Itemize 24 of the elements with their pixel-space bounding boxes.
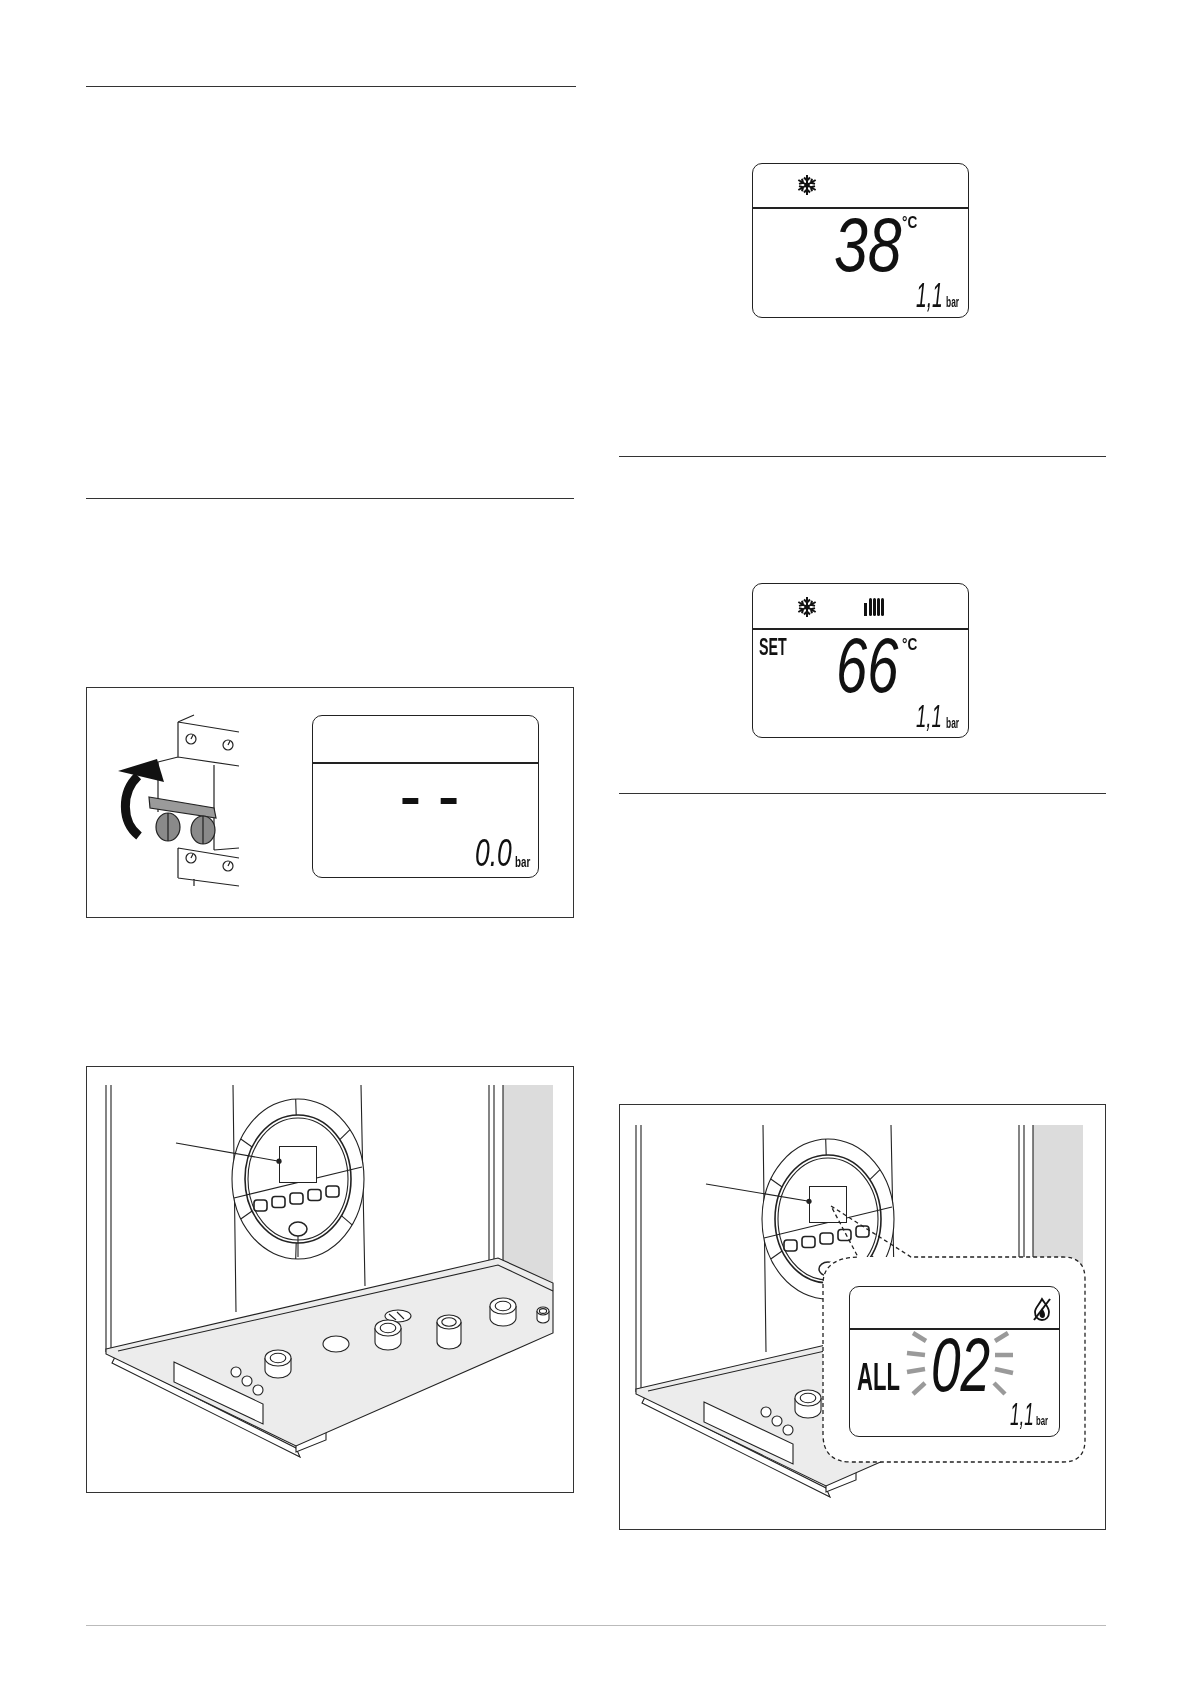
unit-label: °C: [902, 215, 918, 232]
pressure-reading: 1,1: [916, 700, 943, 733]
display-screen: [279, 1146, 317, 1183]
lcd-display: [312, 715, 539, 878]
unit-label: bar: [515, 854, 531, 869]
unit-label: °C: [902, 637, 918, 654]
unit-label: bar: [1036, 1413, 1049, 1427]
alarm-label: ALL: [857, 1358, 901, 1397]
leader-line: [175, 1142, 282, 1164]
alarm-code: 02: [931, 1326, 991, 1403]
temperature-reading: 66: [836, 626, 899, 705]
unit-label: bar: [946, 715, 960, 730]
lcd-display: [752, 163, 969, 318]
leader-line: [705, 1183, 812, 1204]
temperature-reading: 38: [834, 206, 903, 283]
pressure-reading: 1,1: [916, 276, 944, 312]
lcd-display: [849, 1286, 1060, 1437]
unit-label: bar: [946, 294, 960, 309]
display-screen: [809, 1186, 847, 1223]
display-dashes: - -: [400, 771, 460, 822]
lcd-display: [752, 583, 969, 738]
pressure-reading: 1,1: [1010, 1399, 1035, 1431]
mode-label: SET: [759, 636, 788, 660]
pressure-reading: 0.0: [475, 833, 513, 873]
